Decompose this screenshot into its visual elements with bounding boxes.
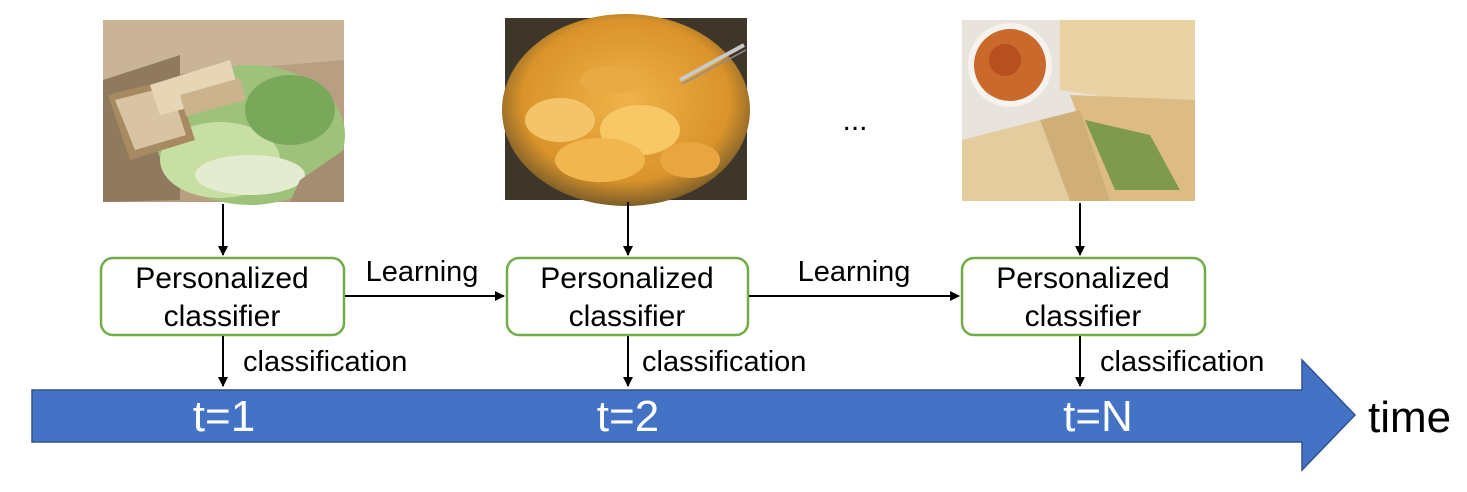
salad-photo: [103, 20, 345, 205]
classification-label-1: classification: [243, 346, 407, 378]
classification-label-2: classification: [642, 346, 806, 378]
classifier-box-3: Personalized classifier: [960, 256, 1207, 337]
quesadilla-photo: [962, 20, 1195, 201]
classifier-3-line1: Personalized: [996, 262, 1169, 295]
ellipsis: ...: [842, 104, 867, 137]
curry-photo: [502, 14, 750, 206]
classifier-box-1: Personalized classifier: [99, 256, 346, 337]
tick-label-t2: t=2: [597, 392, 659, 441]
classifier-2-line2: classifier: [569, 300, 686, 333]
timeline-arrow: [31, 358, 1357, 472]
classifier-3-line2: classifier: [1025, 300, 1142, 333]
time-axis-label: time: [1368, 393, 1451, 442]
classifier-1-line1: Personalized: [135, 262, 308, 295]
tick-label-tN: t=N: [1063, 392, 1133, 441]
classification-label-3: classification: [1100, 346, 1264, 378]
learning-label-1: Learning: [366, 256, 479, 288]
learning-label-2: Learning: [798, 256, 911, 288]
classifier-1-line2: classifier: [164, 300, 281, 333]
classifier-box-2: Personalized classifier: [505, 256, 750, 337]
tick-label-t1: t=1: [193, 392, 255, 441]
classifier-2-line1: Personalized: [540, 262, 713, 295]
